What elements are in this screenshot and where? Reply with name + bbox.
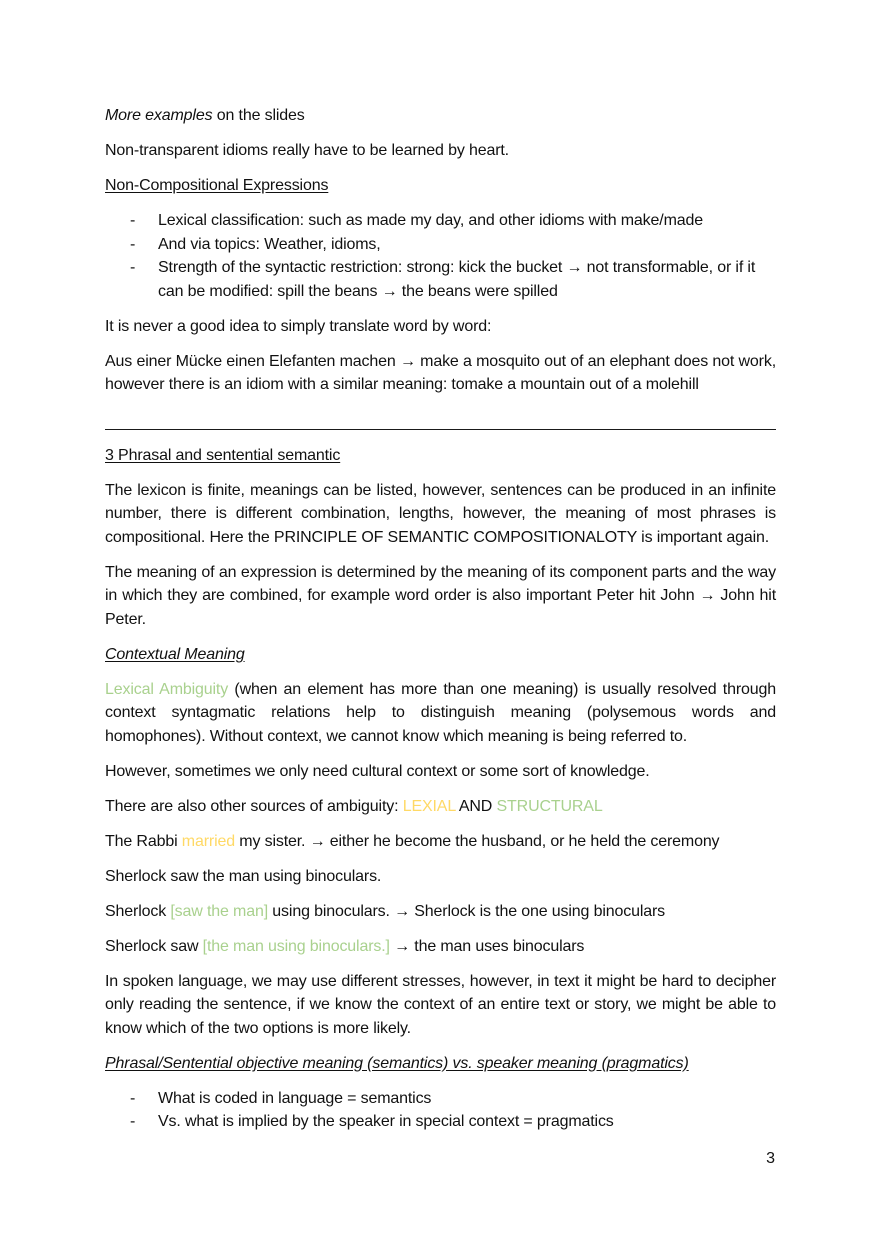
section-divider	[105, 428, 776, 430]
list-item: -Strength of the syntactic restriction: …	[105, 256, 776, 303]
semantics-pragmatics-list: -What is coded in language = semantics -…	[105, 1087, 776, 1134]
sherlock-example-3: Sherlock saw [the man using binoculars.]…	[105, 937, 585, 955]
more-examples-paragraph: More examples on the slides	[105, 107, 305, 124]
lexical-ambiguity-term: Lexical Ambiguity	[105, 680, 229, 698]
dash-bullet-icon: -	[130, 259, 136, 276]
dash-bullet-icon: -	[130, 212, 136, 229]
translate-word-paragraph: It is never a good idea to simply transl…	[105, 317, 492, 335]
sherlock-example-2: Sherlock [saw the man] using binoculars.…	[105, 902, 666, 920]
sherlock-example-1: Sherlock saw the man using binoculars.	[105, 867, 382, 885]
section-3-heading: 3 Phrasal and sentential semantic	[105, 446, 341, 464]
cultural-context-paragraph: However, sometimes we only need cultural…	[105, 762, 650, 780]
list-item: -Lexical classification: such as made my…	[105, 209, 776, 233]
meaning-expression-paragraph: The meaning of an expression is determin…	[105, 563, 776, 628]
lexicon-finite-paragraph: The lexicon is finite, meanings can be l…	[105, 481, 776, 546]
dash-bullet-icon: -	[130, 1113, 136, 1130]
list-item: -Vs. what is implied by the speaker in s…	[105, 1110, 776, 1134]
muecke-elefant-paragraph: Aus einer Mücke einen Elefanten machen →…	[105, 352, 776, 394]
rabbi-example: The Rabbi married my sister. → either he…	[105, 832, 720, 850]
saw-the-man-bracket: [saw the man]	[170, 902, 269, 920]
dash-bullet-icon: -	[130, 1089, 136, 1107]
contextual-meaning-heading: Contextual Meaning	[105, 645, 245, 663]
page-number: 3	[766, 1150, 775, 1167]
phrasal-sentential-heading: Phrasal/Sentential objective meaning (se…	[105, 1054, 689, 1072]
list-item: -What is coded in language = semantics	[105, 1087, 776, 1111]
more-examples-italic: More examples	[105, 107, 213, 124]
document-page: More examples on the slides Non-transpar…	[105, 104, 776, 1145]
lexial-term: LEXIAL	[402, 797, 456, 815]
dash-bullet-icon: -	[130, 235, 136, 253]
lexical-ambiguity-paragraph: Lexical Ambiguity (when an element has m…	[105, 680, 776, 745]
sources-of-ambiguity-paragraph: There are also other sources of ambiguit…	[105, 797, 603, 815]
structural-term: STRUCTURAL	[496, 797, 603, 815]
man-using-binoculars-bracket: [the man using binoculars.]	[202, 937, 390, 955]
non-compositional-list: -Lexical classification: such as made my…	[105, 209, 776, 303]
married-term: married	[181, 832, 235, 850]
list-item: -And via topics: Weather, idioms,	[105, 233, 776, 257]
non-transparent-idioms-paragraph: Non-transparent idioms really have to be…	[105, 142, 509, 159]
non-compositional-heading: Non-Compositional Expressions	[105, 177, 329, 194]
spoken-language-paragraph: In spoken language, we may use different…	[105, 972, 776, 1037]
